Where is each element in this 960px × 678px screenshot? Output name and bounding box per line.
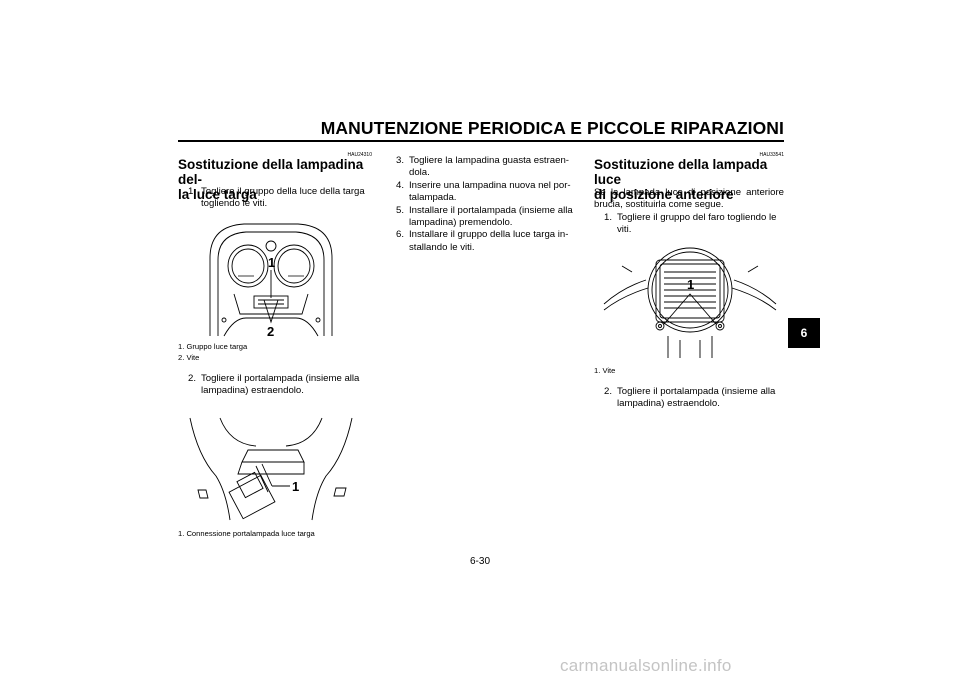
chapter-tab: 6 xyxy=(788,318,820,348)
callout-1: 1 xyxy=(687,277,694,292)
step-item: 2. Togliere il portalampada (insieme all… xyxy=(594,386,784,411)
step-text: Togliere il gruppo della luce della targ… xyxy=(201,186,365,210)
header-rule xyxy=(178,140,784,142)
section-heading-line: Sostituzione della lampada luce xyxy=(594,157,768,187)
step-text: Installare il portalampada (insieme alla… xyxy=(409,204,573,229)
step-text: Togliere il portalampada (insieme alla l… xyxy=(201,373,360,397)
step-text: Inserire una lampadina nuova nel por-tal… xyxy=(409,179,571,204)
step-item: 4. Inserire una lampadina nuova nel por-… xyxy=(386,180,582,205)
step-item: 3. Togliere la lampadina guasta estraen-… xyxy=(386,155,582,180)
step-text: Togliere il gruppo del faro togliendo le… xyxy=(617,212,777,236)
callout-2: 2 xyxy=(267,324,274,339)
caption-line: 1. Vite xyxy=(594,366,616,375)
section-heading-line: di posizione anteriore xyxy=(594,187,734,202)
section-code: HAU24310 xyxy=(347,152,372,158)
step-number: 4. xyxy=(395,179,404,191)
step-number: 1. xyxy=(603,212,612,223)
watermark: carmanualsonline.info xyxy=(560,656,732,675)
section-code: HAU33541 xyxy=(759,152,784,158)
step-item: 5. Installare il portalampada (insieme a… xyxy=(386,205,582,230)
step-number: 2. xyxy=(187,373,196,384)
step-text: Installare il gruppo della luce targa in… xyxy=(409,229,569,253)
step-item: 1. Togliere il gruppo della luce della t… xyxy=(178,186,374,211)
step-text: Togliere la lampadina guasta estraen-dol… xyxy=(409,155,569,179)
step-item: 2. Togliere il portalampada (insieme all… xyxy=(178,373,374,398)
figure-caption: 1. Connessione portalampada luce targa xyxy=(178,529,374,540)
caption-line: 1. Connessione portalampada luce targa xyxy=(178,529,315,538)
step-item: 6. Installare il gruppo della luce targa… xyxy=(386,229,582,254)
section-heading-line: la luce targa xyxy=(178,187,257,202)
step-number: 2. xyxy=(603,386,612,397)
intro-text: Se la lampada luce di posizione anterior… xyxy=(594,187,784,211)
section-heading-line: Sostituzione della lampadina del- xyxy=(178,157,364,187)
callout-1: 1 xyxy=(268,255,275,270)
illustration-headlight: 1 xyxy=(602,244,778,360)
illustration-bulb-socket: 1 xyxy=(186,416,356,524)
caption-line: 2. Vite xyxy=(178,352,200,362)
page-header-title: MANUTENZIONE PERIODICA E PICCOLE RIPARAZ… xyxy=(320,118,784,138)
callout-1: 1 xyxy=(292,479,299,494)
step-text: Togliere il portalampada (insieme alla l… xyxy=(617,386,776,410)
section-heading: Sostituzione della lampada luce di posiz… xyxy=(594,157,790,202)
section-heading: Sostituzione della lampadina del- la luc… xyxy=(178,157,378,202)
figure-caption: 1. Vite xyxy=(594,366,784,377)
step-number: 6. xyxy=(395,229,404,241)
figure-caption: 1. Gruppo luce targa 2. Vite xyxy=(178,342,374,363)
step-item: 1. Togliere il gruppo del faro togliendo… xyxy=(594,212,784,237)
illustration-license-light-assembly: 1 2 xyxy=(204,218,338,340)
step-list: 3. Togliere la lampadina guasta estraen-… xyxy=(386,155,582,254)
step-number: 1. xyxy=(187,186,196,197)
page-number: 6-30 xyxy=(469,556,490,567)
caption-line: 1. Gruppo luce targa xyxy=(178,342,248,351)
step-number: 3. xyxy=(395,155,404,166)
step-number: 5. xyxy=(395,204,404,216)
